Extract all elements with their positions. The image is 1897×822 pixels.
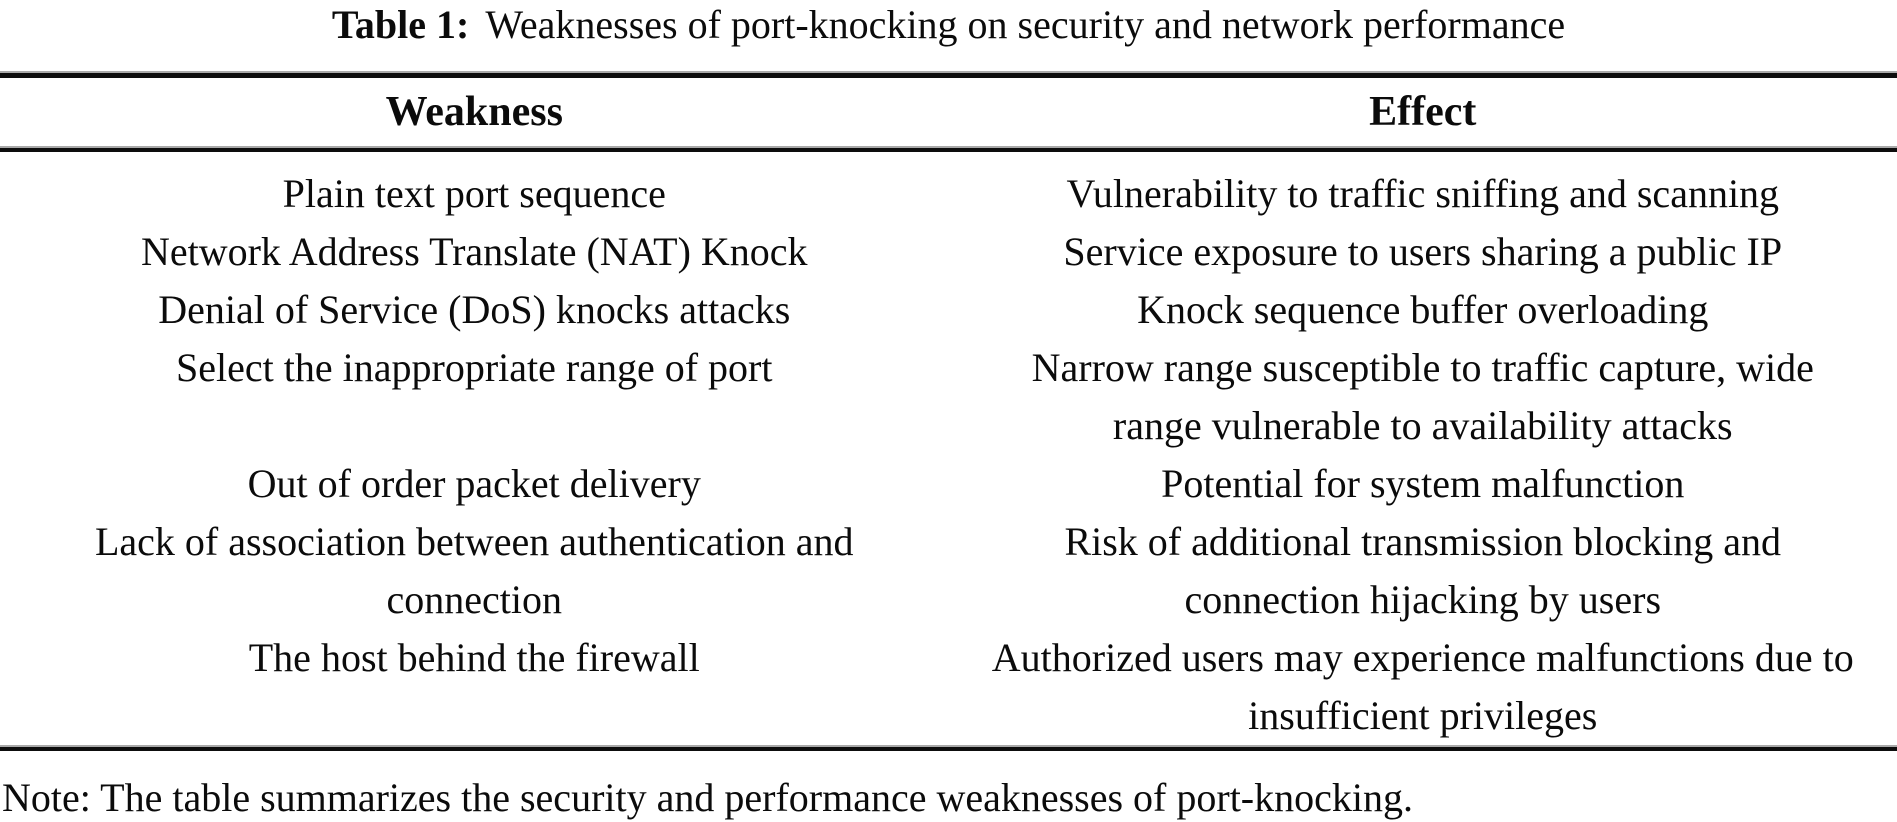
effect-cell: Narrow range susceptible to traffic capt… [949,339,1897,455]
table-caption-label: Table 1: [331,2,470,47]
table-top-rule [0,71,1897,78]
effect-cell-text: Knock sequence buffer overloading [1137,287,1709,332]
effect-cell-text: Narrow range susceptible to traffic capt… [1031,345,1814,448]
column-header-weakness: Weakness [385,89,563,135]
effect-cell: Knock sequence buffer overloading [949,281,1897,339]
weakness-cell-text: Plain text port sequence [282,171,666,216]
weakness-cell: Denial of Service (DoS) knocks attacks [0,281,949,339]
weakness-cell: The host behind the firewall [0,629,949,687]
column-header-effect: Effect [1369,89,1477,135]
weakness-cell-text: Out of order packet delivery [247,461,701,506]
table-header-rule [0,146,1897,152]
effect-cell: Potential for system malfunction [949,455,1897,513]
weakness-cell-text: The host behind the firewall [248,635,700,680]
effect-cell-text: Risk of additional transmission blocking… [1064,519,1782,622]
table-row: Network Address Translate (NAT) Knock Ser… [0,223,1897,281]
table-row: Lack of association between authenticati… [0,513,1897,629]
effect-cell: Service exposure to users sharing a publ… [949,223,1897,281]
effect-cell-text: Potential for system malfunction [1161,461,1685,506]
effect-cell: Vulnerability to traffic sniffing and sc… [949,165,1897,223]
weakness-cell: Select the inappropriate range of port [0,339,949,397]
weakness-cell-text: Network Address Translate (NAT) Knock [140,229,808,274]
weakness-cell: Out of order packet delivery [0,455,949,513]
effect-cell-text: Vulnerability to traffic sniffing and sc… [1066,171,1780,216]
effect-cell: Risk of additional transmission blocking… [949,513,1897,629]
weakness-cell: Plain text port sequence [0,165,949,223]
table-body: Plain text port sequence Vulnerability to… [0,152,1897,745]
table-note: Note: The table summarizes the security … [2,775,1413,820]
weakness-cell: Lack of association between authenticati… [0,513,949,629]
table-header-row: Weakness Effect [0,78,1897,146]
table-row: Plain text port sequence Vulnerability to… [0,165,1897,223]
effect-cell-text: Service exposure to users sharing a publ… [1063,229,1783,274]
effect-cell: Authorized users may experience malfunct… [949,629,1897,745]
table-caption: Table 1: Weaknesses of port-knocking on s… [0,3,1897,47]
weakness-cell: Network Address Translate (NAT) Knock [0,223,949,281]
table-row: Denial of Service (DoS) knocks attacks Kn… [0,281,1897,339]
table-row: Select the inappropriate range of port Na… [0,339,1897,455]
table-caption-title: Weaknesses of port-knocking on security … [485,2,1566,47]
weakness-cell-text: Denial of Service (DoS) knocks attacks [158,287,791,332]
weakness-cell-text: Select the inappropriate range of port [176,345,773,390]
table-row: The host behind the firewall Authorized u… [0,629,1897,745]
table-bottom-rule [0,745,1897,751]
table-row: Out of order packet delivery Potential fo… [0,455,1897,513]
weakness-cell-text: Lack of association between authenticati… [94,519,854,622]
effect-cell-text: Authorized users may experience malfunct… [991,635,1854,738]
